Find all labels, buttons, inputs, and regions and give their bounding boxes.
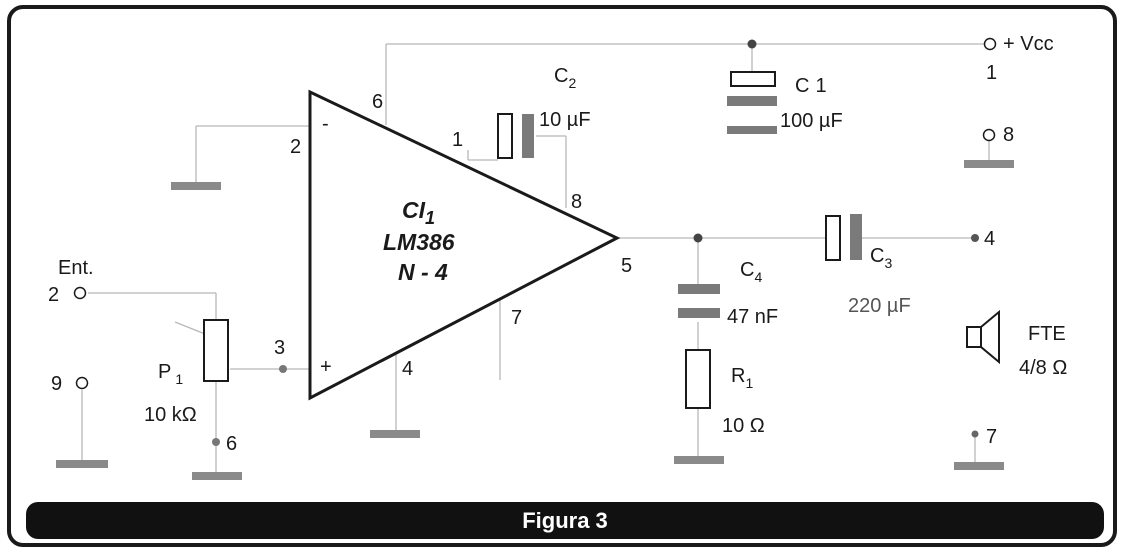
p1-value: 10 kΩ (144, 404, 197, 426)
pin-2-label: 2 (290, 136, 301, 158)
c2-sub: 2 (568, 75, 576, 91)
c1-sub: 1 (815, 75, 826, 97)
terminal-8-label: 8 (1003, 124, 1014, 146)
potentiometer-p1 (203, 319, 229, 382)
capacitor-c1 (727, 71, 777, 134)
ent-label: Ent. (58, 257, 94, 279)
c2-value: 10 µF (539, 109, 591, 131)
ground-bar-p1 (192, 472, 242, 480)
c1-value: 100 µF (780, 110, 843, 132)
resistor-r1 (685, 349, 711, 409)
input-plus: + (320, 356, 332, 378)
vcc-label: + Vcc (1003, 33, 1054, 55)
pin-8-label: 8 (571, 191, 582, 213)
c4-sub: 4 (754, 269, 762, 285)
pin-3-label: 3 (274, 337, 285, 359)
terminal-dot-7 (971, 430, 979, 438)
p1-sub: 1 (175, 371, 183, 387)
speaker-icon (966, 309, 1000, 365)
terminal-9-circle (75, 376, 89, 390)
ic-part: LM386 (383, 229, 455, 255)
c3-label: C3 (870, 245, 892, 271)
ground-bar-terminal9 (56, 460, 108, 468)
capacitor-c2 (497, 113, 534, 159)
caption-bar (26, 502, 1104, 539)
terminal-8-circle (982, 128, 996, 142)
junction-dot-p1-6 (212, 438, 220, 446)
ic-variant: N - 4 (398, 259, 448, 285)
ground-bar-terminal8 (964, 160, 1014, 168)
r1-sub: 1 (745, 375, 753, 391)
terminal-7-label: 7 (986, 426, 997, 448)
input-minus: - (322, 113, 329, 135)
terminal-2-circle (73, 286, 87, 300)
ground-bar-terminal7 (954, 462, 1004, 470)
c4-value: 47 nF (727, 306, 778, 328)
capacitor-c3 (825, 214, 862, 261)
wires (81, 43, 990, 472)
ground-bar-pin2 (171, 182, 221, 190)
speaker-value: 4/8 Ω (1019, 357, 1067, 379)
c2-label: C2 (554, 65, 576, 91)
c3-sub: 3 (884, 255, 892, 271)
pin-5-label: 5 (621, 255, 632, 277)
r1-label: R1 (731, 365, 753, 391)
speaker-label: FTE (1028, 323, 1066, 345)
terminal-1-label: 1 (986, 62, 997, 84)
ic-name: CI1 (402, 197, 435, 228)
junction-dot-output (693, 233, 703, 243)
terminal-6-label: 6 (226, 433, 237, 455)
pin-7-label: 7 (511, 307, 522, 329)
junction-dot-pin3 (279, 365, 287, 373)
pin-1-label: 1 (452, 129, 463, 151)
capacitor-c4 (678, 284, 720, 318)
c3-value: 220 µF (848, 295, 911, 317)
terminal-9-label: 9 (51, 373, 62, 395)
junction-dot-vcc (747, 39, 757, 49)
ground-bar-pin4 (370, 430, 420, 438)
opamp-triangle (308, 89, 621, 401)
pin-6-label: 6 (372, 91, 383, 113)
outer-frame (7, 5, 1117, 547)
terminal-dot-4 (971, 234, 979, 242)
terminal-4-label: 4 (984, 228, 995, 250)
ic-name-sub: 1 (425, 208, 435, 228)
r1-value: 10 Ω (722, 415, 765, 437)
c4-label: C4 (740, 259, 762, 285)
pin-4-label: 4 (402, 358, 413, 380)
ground-bar-r1 (674, 456, 724, 464)
terminal-vcc-circle (983, 37, 997, 51)
figure-caption: Figura 3 (522, 508, 608, 533)
terminal-2-label: 2 (48, 284, 59, 306)
